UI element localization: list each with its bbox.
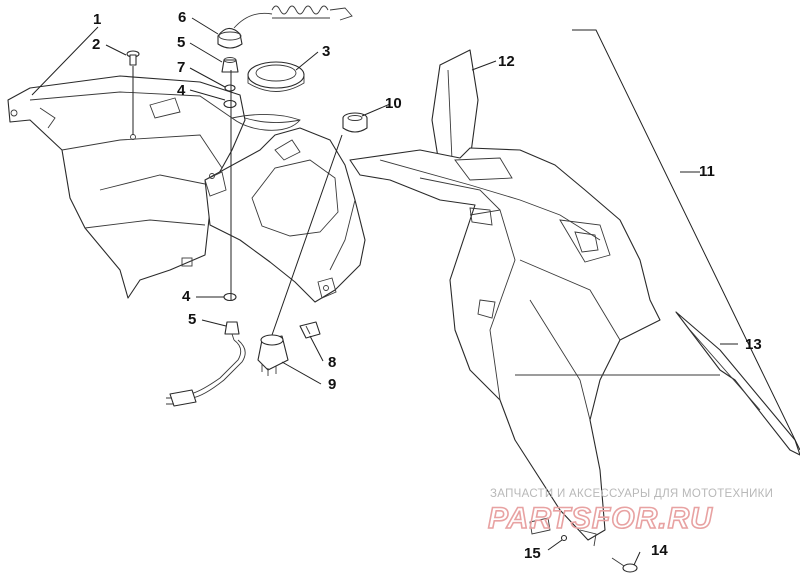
side-panel-part: [349, 147, 720, 547]
grommet-part: [221, 57, 239, 73]
callout-6: 6: [178, 9, 186, 26]
filler-ring-part: [247, 61, 305, 92]
sensor-part: [257, 334, 289, 376]
callout-1: 1: [93, 11, 101, 28]
callout-4-bottom: 4: [182, 288, 191, 305]
bolt-part: [611, 557, 638, 573]
callout-3: 3: [322, 43, 330, 60]
callout-14: 14: [651, 542, 668, 559]
nut-part: [560, 534, 568, 542]
callout-10: 10: [385, 95, 402, 112]
clip-part: [299, 321, 321, 339]
callout-13: 13: [745, 336, 762, 353]
callout-7: 7: [177, 59, 185, 76]
watermark-brand: PARTSFOR.RU: [488, 502, 713, 535]
screw-part: [126, 50, 140, 66]
leader-lines: [31, 17, 738, 566]
washer-part: [223, 84, 237, 302]
callout-15: 15: [524, 545, 541, 562]
callout-12: 12: [498, 53, 515, 70]
callout-5-top: 5: [177, 34, 185, 51]
callout-5-bottom: 5: [188, 311, 196, 328]
seal-part: [342, 112, 368, 133]
callout-9: 9: [328, 376, 336, 393]
callout-11: 11: [699, 163, 715, 180]
watermark-tagline: ЗАПЧАСТИ И АКСЕССУАРЫ ДЛЯ МОТОТЕХНИКИ: [490, 488, 773, 500]
watermark: ЗАПЧАСТИ И АКСЕССУАРЫ ДЛЯ МОТОТЕХНИКИ PA…: [487, 488, 773, 536]
lower-flap-part: [675, 311, 800, 456]
callout-labels: 1 2 3 4 4 5 5 6 7 8 9 10 11 12 13 14 15: [92, 9, 762, 562]
center-fairing-part: [204, 113, 366, 303]
callout-4-top: 4: [177, 82, 186, 99]
front-fairing-part: [7, 75, 246, 299]
cap-with-cable-part: [217, 5, 353, 49]
callout-2: 2: [92, 36, 100, 53]
callout-8: 8: [328, 354, 336, 371]
sensor-cable-part: [166, 321, 246, 407]
